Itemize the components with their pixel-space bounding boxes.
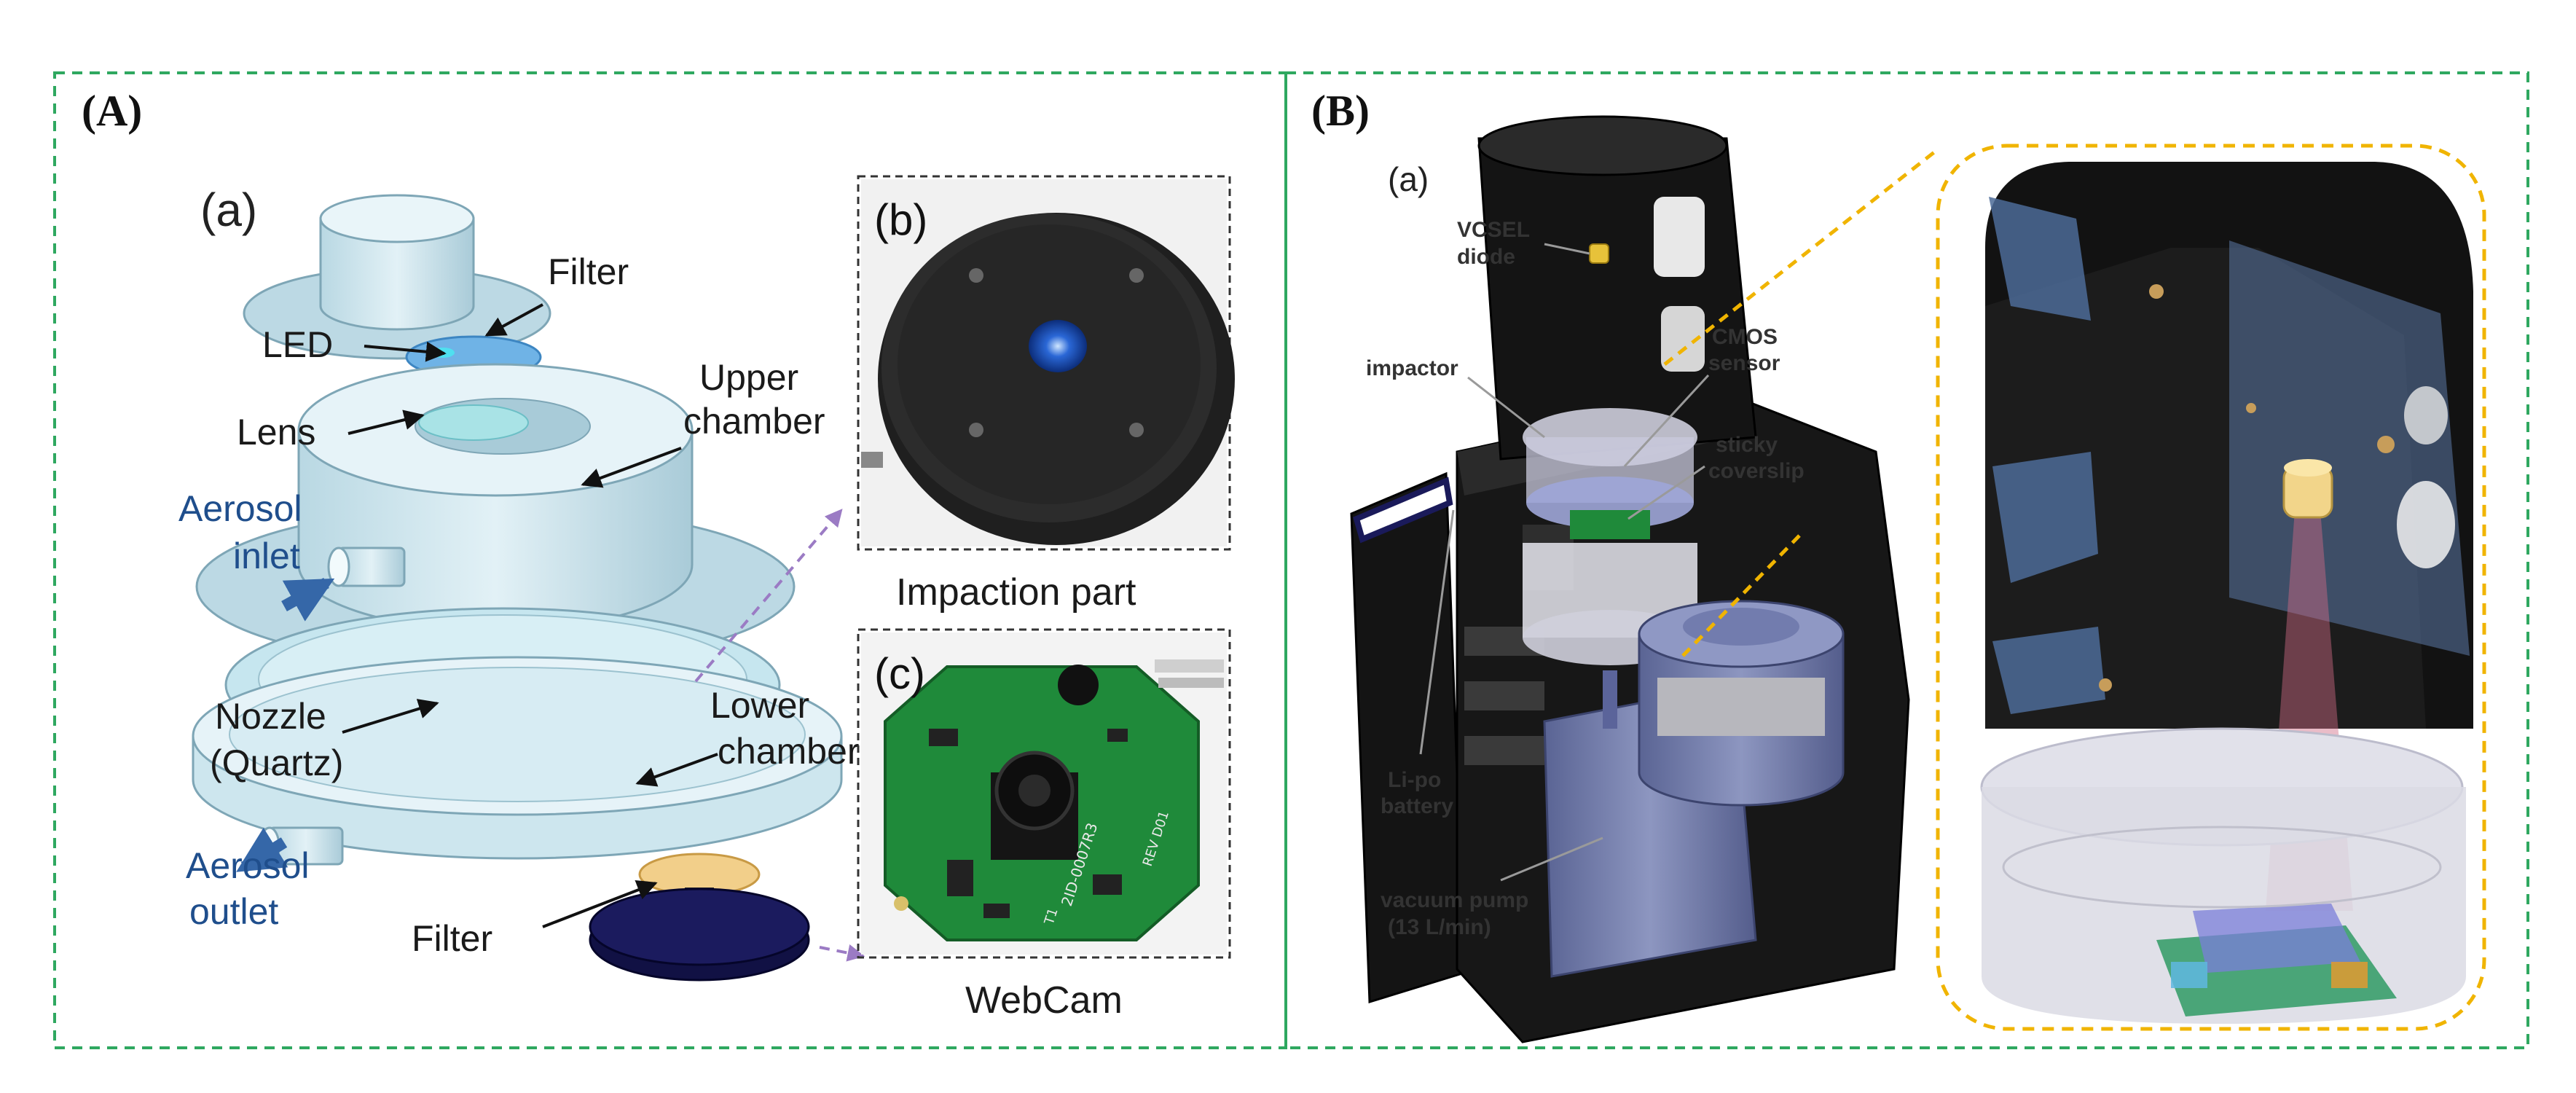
label-inlet-1: Aerosol	[178, 488, 302, 529]
label-sticky-2: coverslip	[1708, 459, 1805, 483]
label-lower-2: chamber	[718, 731, 860, 772]
zoom-leader-line	[1663, 148, 1939, 366]
panel-b-leaders	[1419, 243, 1710, 882]
inset-b-label: (b)	[874, 195, 927, 244]
label-upper-1: Upper	[699, 357, 798, 398]
aerosol-inlet-arrow	[281, 577, 335, 622]
cutaway-device	[1350, 115, 1939, 1043]
label-cmos-1: CMOS	[1712, 325, 1778, 349]
panel-b-label: (B)	[1311, 87, 1370, 135]
label-lower-1: Lower	[710, 685, 809, 726]
label-outlet-2: outlet	[189, 891, 278, 932]
label-vcsel-1: VCSEL	[1457, 218, 1530, 242]
label-led: LED	[262, 324, 333, 365]
arrow-led	[364, 341, 447, 362]
label-pump-1: vacuum pump	[1381, 888, 1528, 912]
panel-a-label: (A)	[82, 87, 142, 135]
label-filter-top: Filter	[548, 251, 629, 292]
label-vcsel-2: diode	[1457, 245, 1515, 269]
label-inlet-2: inlet	[233, 536, 300, 576]
caption-impaction-part: Impaction part	[896, 571, 1136, 614]
vacuum-pump	[1543, 600, 1845, 978]
arrow-lower-chamber	[635, 753, 718, 787]
inset-c-label: (c)	[874, 649, 925, 698]
label-sticky-1: sticky	[1716, 433, 1778, 457]
label-upper-2: chamber	[683, 401, 825, 442]
arrow-upper-chamber	[581, 447, 682, 488]
inset-impaction-part: (b)	[857, 175, 1235, 551]
panel-b-frame	[1284, 71, 2529, 1049]
label-cmos-2: sensor	[1708, 351, 1780, 375]
flow-labels: Aerosol inlet Aerosol outlet	[178, 488, 310, 932]
panel-a: (A) (a)	[53, 71, 1287, 1049]
label-outlet-1: Aerosol	[186, 845, 310, 886]
arrow-filter-top	[484, 303, 543, 337]
label-lipo-1: Li-po	[1388, 768, 1441, 792]
leader-arrows	[342, 303, 718, 928]
panel-a-sublabel-a: (a)	[200, 184, 257, 236]
panel-a-frame	[53, 71, 1287, 1049]
top-cap	[243, 194, 551, 360]
caption-webcam: WebCam	[965, 979, 1123, 1022]
vcsel-diode-marker	[1589, 243, 1609, 264]
camera-disc	[589, 888, 810, 982]
aerosol-outlet-arrow	[236, 827, 288, 872]
zoom-arrow-webcam	[819, 944, 865, 962]
label-pump-2: (13 L/min)	[1388, 915, 1491, 939]
label-lipo-2: battery	[1381, 794, 1453, 818]
label-nozzle-2: (Quartz)	[210, 743, 343, 783]
label-impactor: impactor	[1366, 356, 1458, 380]
arrow-lens	[347, 410, 425, 435]
part-labels: Filter LED Upper chamber Lens Nozzle (Qu…	[210, 251, 860, 959]
zoom-arrow-impaction	[694, 509, 843, 683]
panel-b-sublabel-a: (a)	[1388, 160, 1429, 198]
arrow-nozzle	[342, 699, 439, 734]
quartz-nozzle-blue-window	[1029, 320, 1087, 372]
label-nozzle-1: Nozzle	[215, 696, 326, 737]
inset-webcam: 2ID-0007R3 REV D01 T1 (c)	[857, 628, 1231, 959]
label-filter-bottom: Filter	[412, 918, 492, 959]
zoom-detail	[1936, 144, 2486, 1031]
panel-b-labels: VCSEL diode CMOS sensor impactor sticky …	[1366, 218, 1805, 939]
label-lens: Lens	[237, 412, 315, 453]
panel-b: (B) (a)	[1284, 71, 2529, 1049]
arrow-filter-bottom	[542, 880, 658, 928]
